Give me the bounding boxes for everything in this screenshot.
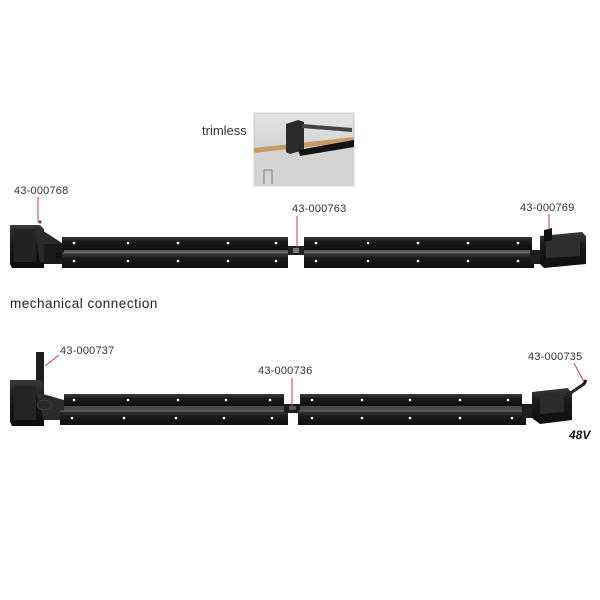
voltage-label: 48V <box>569 428 591 442</box>
part-label-43-000763: 43-000763 <box>292 203 347 215</box>
corner-right-top <box>530 228 586 268</box>
part-label-43-000737: 43-000737 <box>60 345 115 357</box>
part-label-43-000768: 43-000768 <box>14 185 69 197</box>
trimless-label: trimless <box>202 123 247 138</box>
section-heading: mechanical connection <box>10 296 158 311</box>
bottom-assembly <box>10 352 588 426</box>
trimless-inset-photo <box>253 112 355 187</box>
leader-lines-top <box>37 197 550 247</box>
mounting-holes-bottom <box>70 398 514 420</box>
corner-left-bottom <box>10 352 64 426</box>
leader-lines-bottom <box>44 354 585 406</box>
rail-segment-top-2 <box>304 237 534 268</box>
rail-segment-bottom-1 <box>60 394 288 425</box>
rail-segment-top-1 <box>62 237 288 268</box>
part-label-43-000769: 43-000769 <box>520 202 575 214</box>
connector-middle-bottom <box>284 404 302 413</box>
inset-profile <box>286 120 304 154</box>
feed-right-bottom <box>522 379 588 424</box>
corner-left-top <box>10 220 68 268</box>
connector-middle-top <box>288 246 304 255</box>
part-label-43-000736: 43-000736 <box>258 365 313 377</box>
mounting-holes-top <box>72 241 520 263</box>
rail-segment-bottom-2 <box>298 394 526 425</box>
top-assembly <box>10 197 586 268</box>
part-label-43-000735: 43-000735 <box>528 351 583 363</box>
